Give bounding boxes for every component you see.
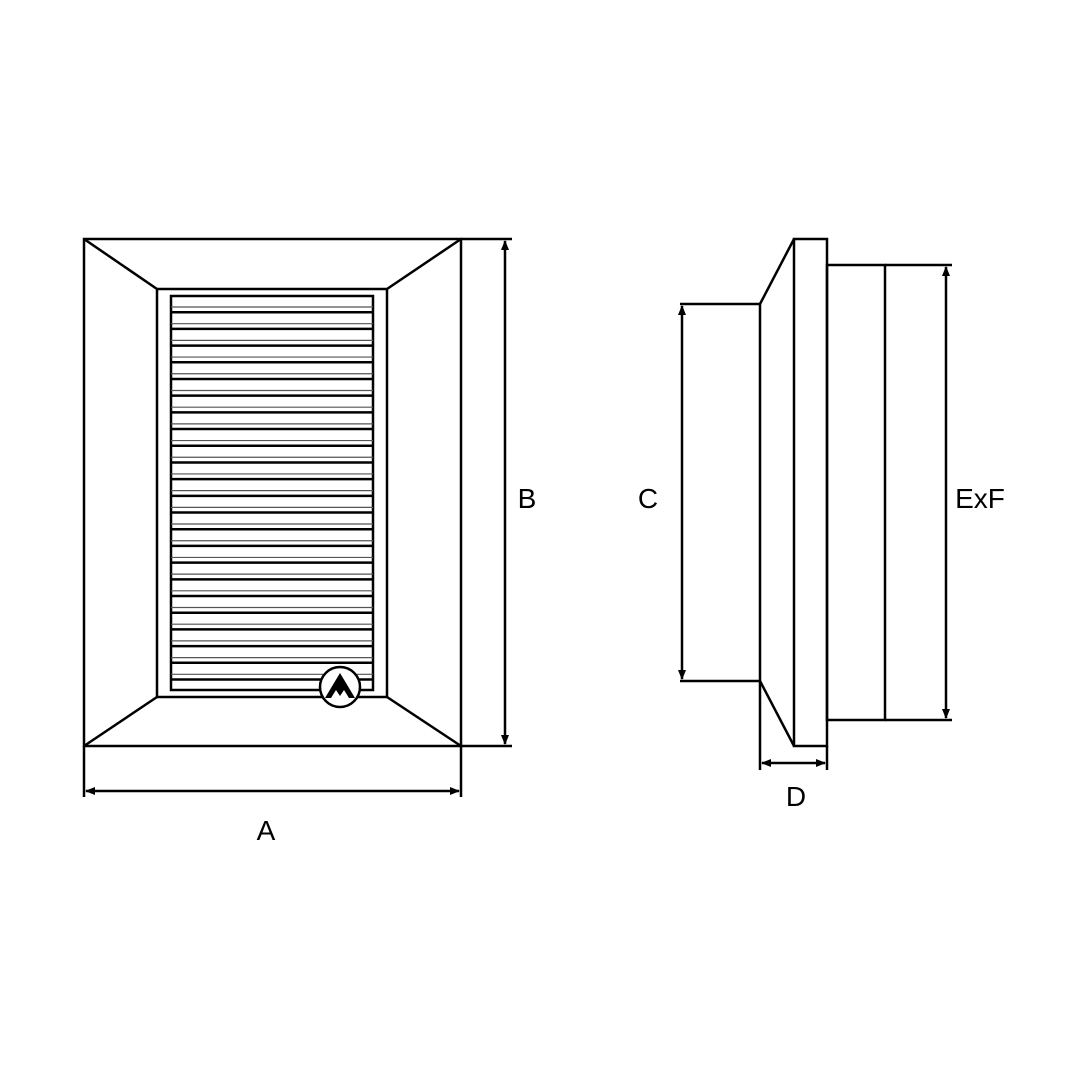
label-b: B	[518, 483, 537, 514]
label-d: D	[786, 781, 806, 812]
louver-slats	[171, 306, 373, 681]
inner-frame	[155, 287, 389, 699]
louver-panel	[169, 294, 375, 692]
label-exf: ExF	[955, 483, 1005, 514]
side-view	[678, 237, 952, 770]
label-c: C	[638, 483, 658, 514]
outer-frame	[82, 237, 463, 748]
logo-icon	[318, 665, 362, 709]
side-spigot	[825, 263, 887, 722]
front-view	[82, 237, 512, 797]
side-flange	[792, 237, 829, 748]
label-a: A	[257, 815, 276, 846]
